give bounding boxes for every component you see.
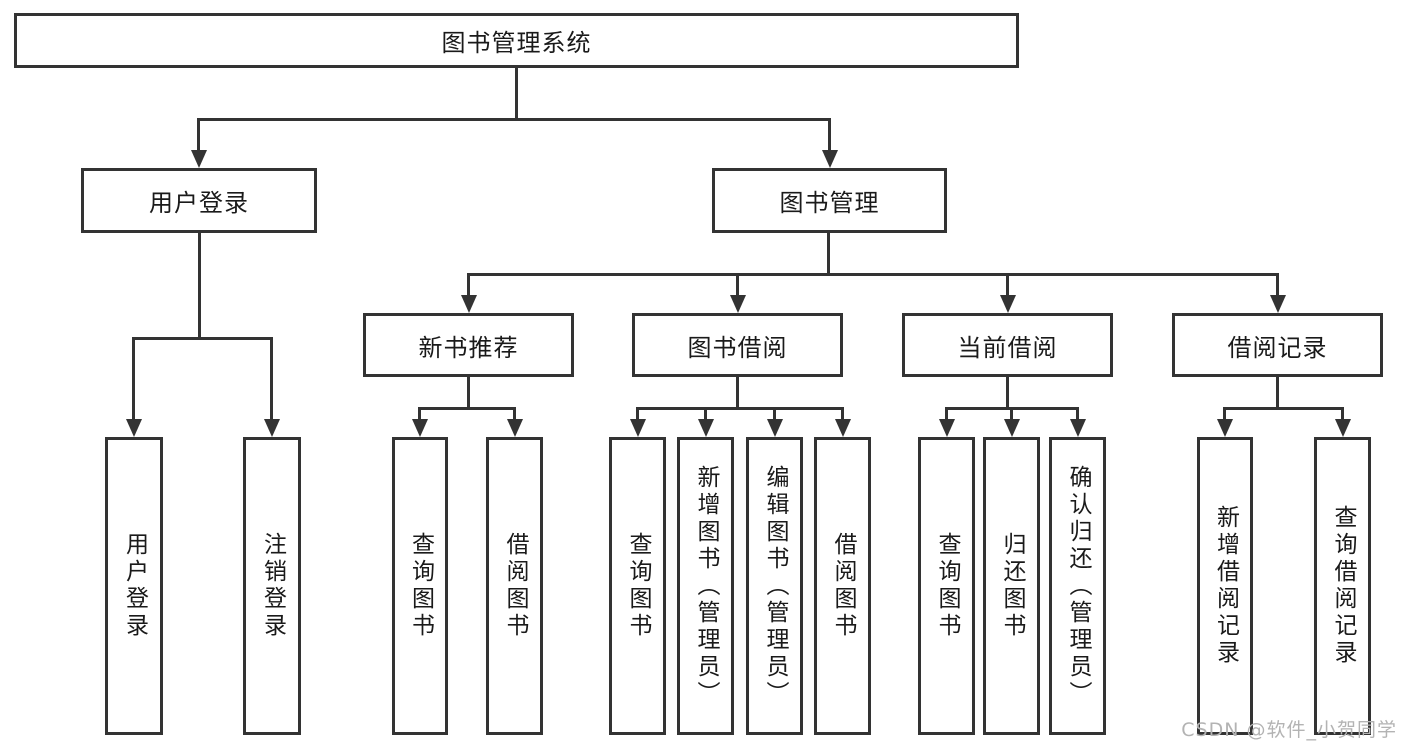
node-user-login-group: 用户登录: [81, 168, 317, 233]
node-label: 当前借阅: [957, 333, 1058, 362]
arrow-to-nb-query: [411, 407, 428, 437]
leaf-label: 新增借阅记录: [1212, 505, 1239, 667]
node-book-mgmt-group: 图书管理: [712, 168, 947, 233]
node-label: 图书管理: [779, 189, 880, 217]
node-borrowing-records: 借阅记录: [1172, 313, 1383, 377]
arrow-to-user-login: [190, 118, 207, 168]
leaf-current-confirm-return-admin: 确认归还（管理员）: [1049, 437, 1106, 735]
node-current-borrowing: 当前借阅: [902, 313, 1113, 377]
leaf-label: 借阅图书: [830, 532, 856, 640]
node-label: 用户登录: [149, 189, 249, 217]
leaf-label: 归还图书: [999, 532, 1025, 640]
connector-new-book-stub: [467, 377, 470, 410]
arrow-to-user-login-leaf: [125, 337, 142, 437]
leaf-logout: 注销登录: [243, 437, 301, 735]
leaf-label: 查询借阅记录: [1330, 505, 1356, 667]
connector-book-mgmt-bar: [467, 273, 1279, 276]
arrow-to-bb-add: [697, 407, 714, 437]
connector-book-borrow-bar: [636, 407, 844, 410]
leaf-borrowing-add-book-admin: 新增图书（管理员）: [677, 437, 734, 735]
leaf-borrowing-query-book: 查询图书: [609, 437, 666, 735]
connector-root-bar: [197, 118, 831, 121]
leaf-label: 新增图书（管理员）: [693, 464, 719, 708]
leaf-borrowing-edit-book-admin: 编辑图书（管理员）: [746, 437, 803, 735]
arrow-to-bb-edit: [766, 407, 783, 437]
leaf-label: 查询图书: [407, 532, 434, 640]
connector-book-borrow-stub: [736, 377, 739, 410]
node-label: 图书管理系统: [441, 29, 592, 57]
connector-user-login-bar: [132, 337, 273, 340]
connector-current-borrow-stub: [1006, 377, 1009, 410]
leaf-current-query-book: 查询图书: [918, 437, 975, 735]
arrow-to-cb-confirm: [1069, 407, 1086, 437]
leaf-label: 用户登录: [121, 532, 148, 640]
node-book-borrowing: 图书借阅: [632, 313, 843, 377]
leaf-borrowing-borrow-book: 借阅图书: [814, 437, 871, 735]
connector-borrow-record-stub: [1276, 377, 1279, 410]
arrow-to-borrow-record: [1269, 273, 1286, 313]
leaf-record-query-borrow-record: 查询借阅记录: [1314, 437, 1371, 735]
node-label: 新书推荐: [418, 333, 519, 362]
arrow-to-bb-borrow: [834, 407, 851, 437]
arrow-to-book-mgmt: [821, 118, 838, 168]
connector-root-stub: [515, 68, 518, 121]
arrow-to-book-borrow: [729, 273, 746, 313]
connector-user-login-stub: [198, 233, 201, 340]
leaf-label: 确认归还（管理员）: [1065, 464, 1091, 708]
connector-book-mgmt-stub: [827, 233, 830, 276]
node-new-book-recommend: 新书推荐: [363, 313, 574, 377]
connector-borrow-record-bar: [1223, 407, 1344, 410]
arrow-to-new-book-rec: [460, 273, 477, 313]
csdn-watermark: CSDN @软件_小贺同学: [1181, 719, 1397, 741]
leaf-label: 编辑图书（管理员）: [762, 464, 788, 708]
arrow-to-bb-query: [629, 407, 646, 437]
node-label: 图书借阅: [687, 333, 788, 362]
arrow-to-nb-borrow: [506, 407, 523, 437]
leaf-current-return-book: 归还图书: [983, 437, 1040, 735]
leaf-label: 注销登录: [259, 532, 286, 640]
node-label: 借阅记录: [1227, 333, 1328, 362]
node-library-management-system: 图书管理系统: [14, 13, 1019, 68]
arrow-to-current-borrow: [999, 273, 1016, 313]
leaf-label: 借阅图书: [502, 532, 528, 640]
arrow-to-logout-leaf: [263, 337, 280, 437]
connector-new-book-bar: [418, 407, 516, 410]
arrow-to-br-add: [1216, 407, 1233, 437]
arrow-to-cb-return: [1003, 407, 1020, 437]
leaf-user-login: 用户登录: [105, 437, 163, 735]
leaf-newbook-query-book: 查询图书: [392, 437, 448, 735]
arrow-to-cb-query: [938, 407, 955, 437]
leaf-record-add-borrow-record: 新增借阅记录: [1197, 437, 1253, 735]
leaf-newbook-borrow-book: 借阅图书: [486, 437, 543, 735]
leaf-label: 查询图书: [625, 532, 651, 640]
arrow-to-br-query: [1334, 407, 1351, 437]
leaf-label: 查询图书: [934, 532, 960, 640]
